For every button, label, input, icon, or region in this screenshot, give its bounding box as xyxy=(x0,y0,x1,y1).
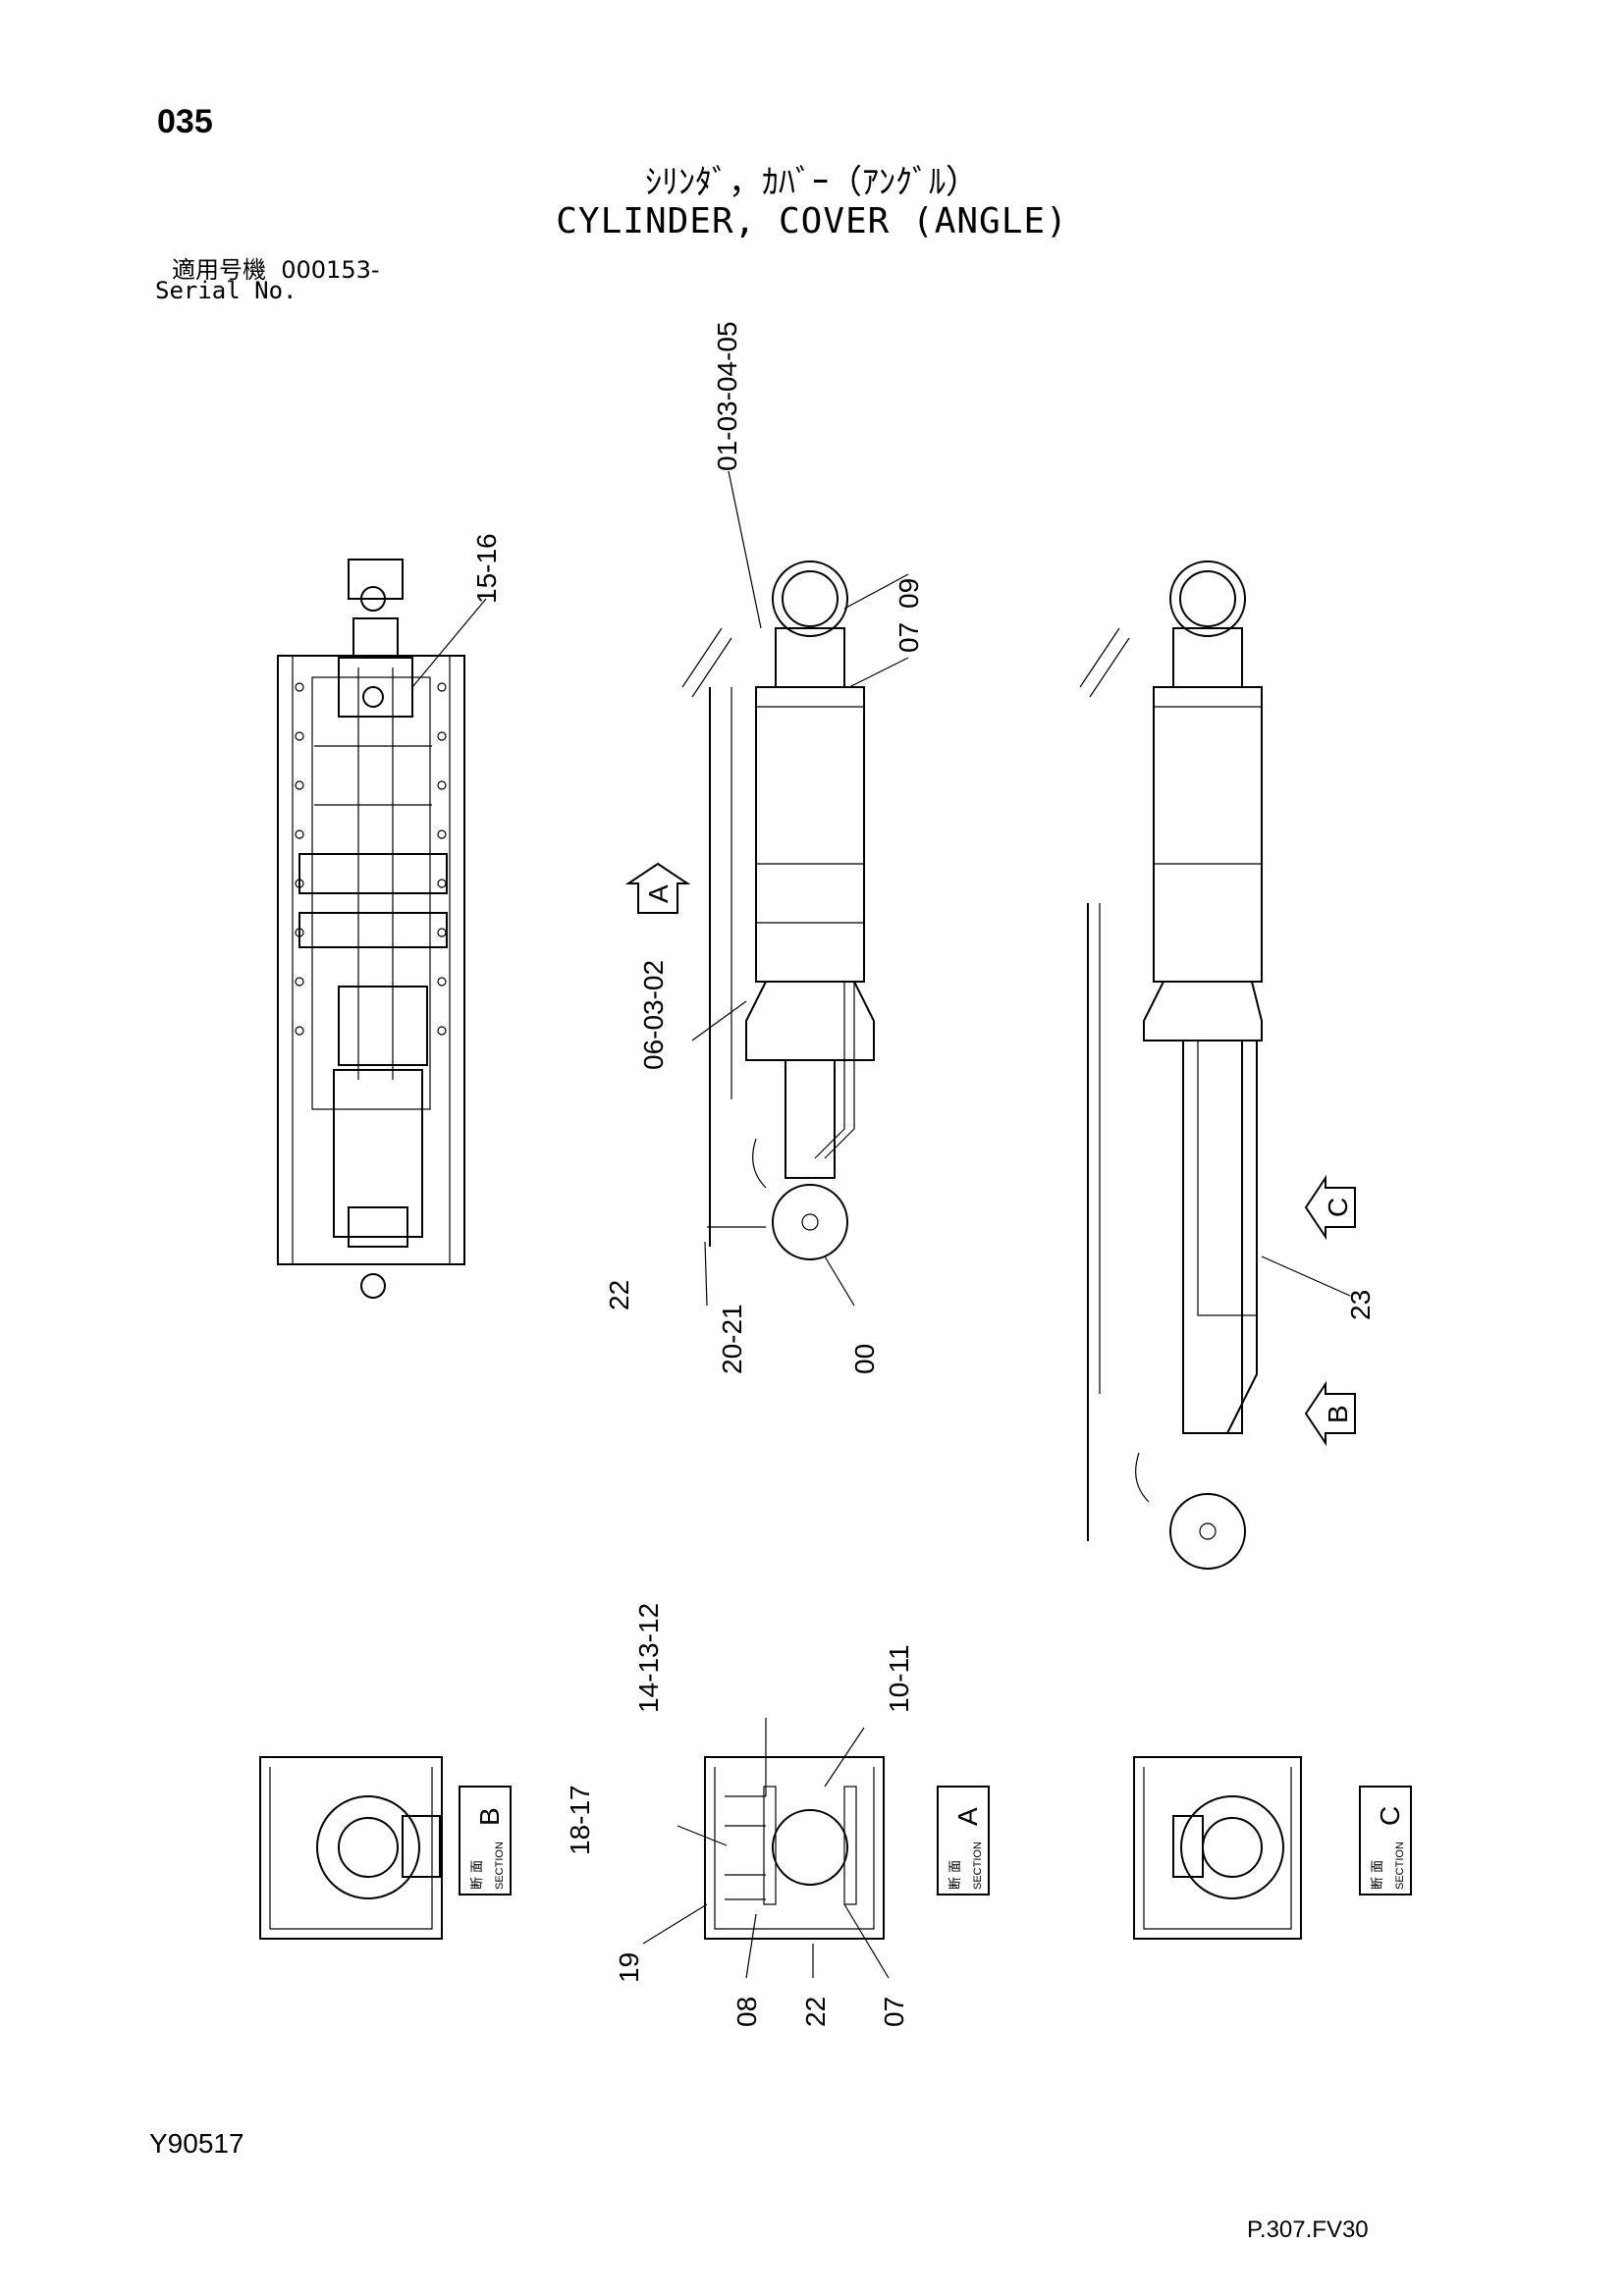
svg-text:断 面: 断 面 xyxy=(948,1860,963,1890)
arrow-a-marker: A xyxy=(624,862,691,914)
top-view-frame xyxy=(277,655,465,1265)
section-a-view: 14-13-12 10-11 18-17 19 08 22 07 A 断 面 S… xyxy=(565,1603,990,2027)
svg-text:C: C xyxy=(1375,1806,1405,1826)
callout-18-17: 18-17 xyxy=(565,1785,595,1855)
callout-00: 00 xyxy=(849,1344,880,1374)
svg-text:断 面: 断 面 xyxy=(1371,1860,1385,1890)
callout-09: 09 xyxy=(893,578,924,609)
section-b-label xyxy=(459,1786,512,1896)
callout-01-05: 01-03-04-05 xyxy=(712,321,742,471)
callout-07: 07 xyxy=(893,622,924,653)
section-c-view: C 断 面 SECTION xyxy=(1133,1756,1412,1940)
serial-label-english: Serial No. xyxy=(155,277,298,304)
callout-22-side: 22 xyxy=(604,1280,634,1310)
callout-07-section: 07 xyxy=(879,1997,909,2027)
callout-23: 23 xyxy=(1345,1290,1376,1320)
page-reference: P.307.FV30 xyxy=(1247,2216,1369,2243)
svg-text:断 面: 断 面 xyxy=(470,1860,485,1890)
callout-10-11: 10-11 xyxy=(884,1644,914,1713)
right-view: 23 C B xyxy=(1079,561,1376,1570)
callout-14-13-12: 14-13-12 xyxy=(633,1603,664,1713)
callout-19: 19 xyxy=(614,1952,644,1983)
side-view: 01-03-04-05 09 07 06-03-02 22 20-21 00 A xyxy=(604,321,924,1374)
serial-label-japanese: 適用号機 000153- xyxy=(172,250,380,285)
callout-20-21: 20-21 xyxy=(717,1304,747,1374)
page-number: 035 xyxy=(157,103,213,140)
serial-value: 000153- xyxy=(281,256,380,284)
svg-text:SECTION: SECTION xyxy=(494,1842,506,1890)
drawing-code: Y90517 xyxy=(149,2128,244,2159)
top-view: 15-16 xyxy=(277,533,502,1299)
section-c-label xyxy=(1359,1786,1412,1896)
svg-text:A: A xyxy=(952,1807,983,1826)
callout-15-16: 15-16 xyxy=(471,533,502,604)
svg-text:B: B xyxy=(474,1807,505,1826)
title-japanese: ｼﾘﾝﾀﾞ，ｶﾊﾞｰ（ｱﾝｸﾞﾙ） xyxy=(645,163,979,202)
callout-22-section: 22 xyxy=(800,1997,831,2027)
serial-label-jp-text: 適用号機 xyxy=(172,256,266,284)
callout-08: 08 xyxy=(731,1997,762,2027)
arrow-c-marker: C xyxy=(1304,1174,1356,1241)
svg-text:A: A xyxy=(643,884,674,903)
section-a-label xyxy=(937,1786,990,1896)
title-english: CYLINDER, COVER (ANGLE) xyxy=(556,201,1068,241)
svg-text:B: B xyxy=(1323,1405,1353,1423)
callout-06-03-02: 06-03-02 xyxy=(638,960,669,1070)
arrow-b-marker: B xyxy=(1304,1380,1356,1447)
svg-text:SECTION: SECTION xyxy=(1394,1842,1406,1890)
section-b-view: B 断 面 SECTION xyxy=(259,1756,512,1940)
svg-text:SECTION: SECTION xyxy=(972,1842,984,1890)
svg-text:C: C xyxy=(1323,1198,1353,1217)
